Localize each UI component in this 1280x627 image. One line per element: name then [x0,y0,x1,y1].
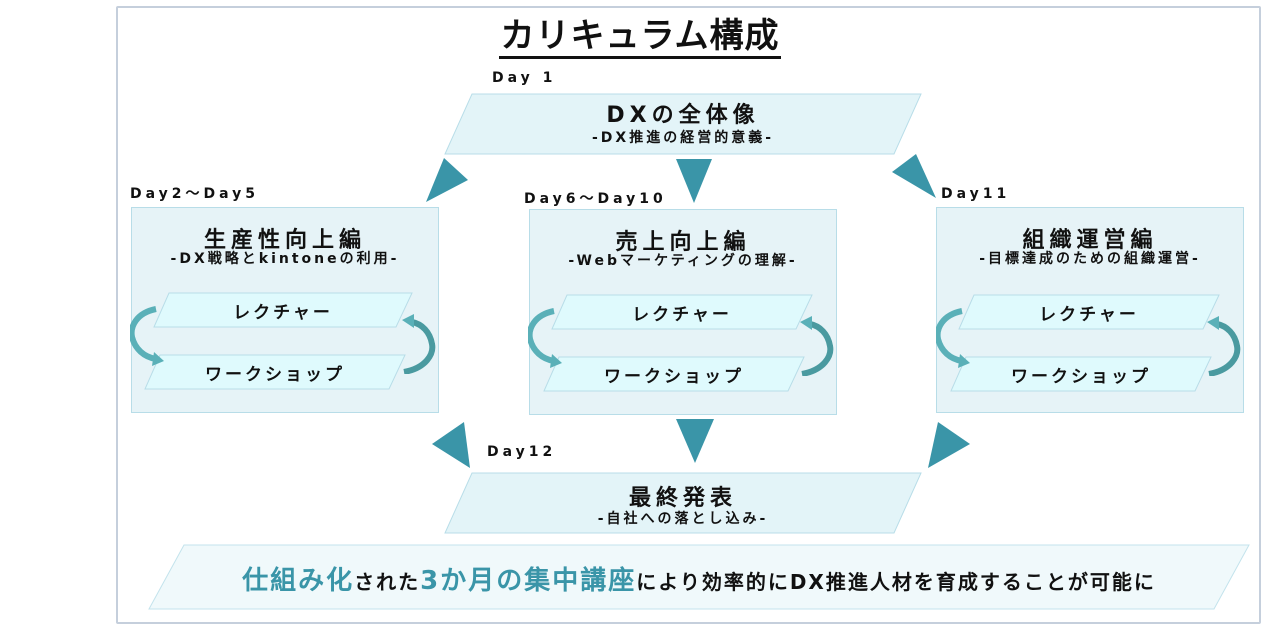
module-subtitle: -DX戦略とkintoneの利用- [170,251,400,267]
day1-block: DXの全体像 -DX推進の経営的意義- [444,93,922,155]
workshop-parallelogram [543,356,805,392]
lecture-parallelogram [958,294,1220,330]
day1-label: Day 1 [492,70,557,86]
workshop-block: ワークショップ [543,356,805,392]
curved-cycle-arrow-icon [800,316,834,376]
day1-parallelogram [444,93,922,155]
banner-highlight: 3か月の集中講座 [420,566,637,596]
curved-cycle-arrow-icon [528,308,562,368]
banner-text: 仕組み化された3か月の集中講座により効率的にDX推進人材を育成することが可能に [148,560,1250,597]
lecture-parallelogram [551,294,813,330]
module-title: 売上向上編 [615,230,751,255]
curved-cycle-arrow-icon [936,308,970,368]
lecture-label: レクチャー [632,305,732,325]
module-day-label: Day6～Day10 [524,191,667,207]
module-day-label: Day2～Day5 [130,186,260,202]
banner-highlight: 仕組み化 [242,566,355,596]
banner-parallelogram [148,544,1250,610]
triangle-arrow-icon [432,422,470,468]
curved-cycle-arrow-icon [1207,316,1241,376]
lecture-block: レクチャー [153,292,413,328]
triangle-arrow-icon [676,159,712,203]
workshop-parallelogram [144,354,406,390]
banner-text-part: された [354,570,421,594]
day12-parallelogram [444,472,922,534]
lecture-label: レクチャー [1039,305,1139,325]
workshop-label: ワークショップ [604,367,744,387]
workshop-label: ワークショップ [205,365,345,385]
day12-block: 最終発表 -自社への落とし込み- [444,472,922,534]
lecture-label: レクチャー [233,303,333,323]
day12-title: 最終発表 [628,486,737,511]
lecture-block: レクチャー [551,294,813,330]
summary-banner: 仕組み化された3か月の集中講座により効率的にDX推進人材を育成することが可能に [148,544,1250,610]
module-title: 組織運営編 [1022,228,1158,253]
module-title: 生産性向上編 [203,228,366,253]
curved-cycle-arrow-icon [130,306,164,366]
module-day-label: Day11 [941,186,1011,202]
workshop-block: ワークショップ [144,354,406,390]
workshop-block: ワークショップ [950,356,1212,392]
day1-title: DXの全体像 [606,103,760,128]
banner-text-part: により効率的にDX推進人材を育成することが可能に [636,570,1156,594]
module-subtitle: -目標達成のための組織運営- [979,251,1201,267]
triangle-arrow-icon [676,419,714,463]
day1-subtitle: -DX推進の経営的意義- [591,130,775,146]
triangle-arrow-icon [928,422,970,468]
workshop-label: ワークショップ [1011,367,1151,387]
triangle-arrow-icon [892,154,936,198]
workshop-parallelogram [950,356,1212,392]
page-title-text: カリキュラム構成 [498,16,782,59]
day12-label: Day12 [487,444,557,460]
day12-subtitle: -自社への落とし込み- [597,511,769,527]
triangle-arrow-icon [426,158,468,202]
lecture-block: レクチャー [958,294,1220,330]
lecture-parallelogram [153,292,413,328]
curved-cycle-arrow-icon [402,314,436,374]
page-title: カリキュラム構成 [0,14,1280,59]
module-subtitle: -Webマーケティングの理解- [568,253,798,269]
